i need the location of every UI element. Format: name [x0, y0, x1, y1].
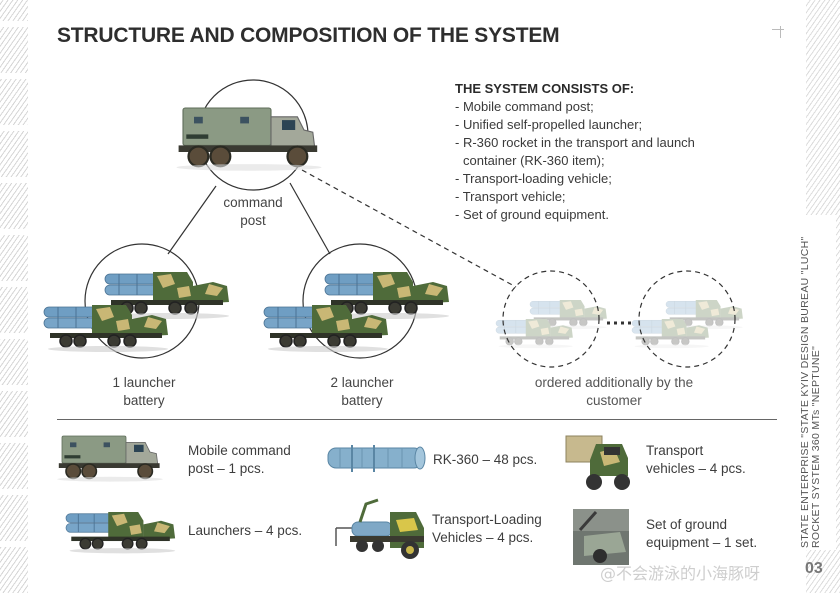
composition-heading: THE SYSTEM CONSISTS OF:	[455, 81, 635, 96]
launcher-icon	[631, 318, 710, 349]
item-text: Set of ground	[646, 517, 728, 532]
label-line: battery	[341, 393, 383, 408]
item-text: Transport	[646, 443, 704, 458]
optional-battery-circle	[638, 270, 736, 368]
composition-item: - Unified self-propelled launcher;	[455, 117, 643, 132]
transport-truck-icon	[565, 435, 630, 490]
system-composition-list: THE SYSTEM CONSISTS OF: - Mobile command…	[455, 80, 755, 224]
item-text: Launchers – 4 pcs.	[188, 523, 303, 538]
command-post-label: command post	[203, 194, 303, 230]
item-text: post – 1 pcs.	[188, 461, 265, 476]
launcher-icon	[495, 318, 574, 349]
item-text: Transport-Loading	[432, 512, 542, 527]
item-text: RK-360 – 48 pcs.	[433, 452, 538, 467]
inventory-item-rk360: RK-360 – 48 pcs.	[433, 451, 537, 469]
item-text: Mobile command	[188, 443, 291, 458]
page-title: STRUCTURE AND COMPOSITION OF THE SYSTEM	[57, 24, 560, 47]
label-line: command	[223, 195, 283, 210]
optional-battery-circle	[502, 270, 600, 368]
label-line: post	[240, 213, 266, 228]
item-text: equipment – 1 set.	[646, 535, 758, 550]
inventory-item-ground-equipment: Set of ground equipment – 1 set.	[646, 516, 757, 552]
battery2-label: 2 launcher battery	[302, 374, 422, 410]
composition-item: - R-360 rocket in the transport and laun…	[455, 135, 695, 150]
page-number: 03	[805, 560, 823, 577]
label-line: 2 launcher	[330, 375, 394, 390]
inventory-item-loading-vehicles: Transport-Loading Vehicles – 4 pcs.	[432, 511, 542, 547]
link-command-to-battery1	[167, 185, 217, 255]
item-text: vehicles – 4 pcs.	[646, 461, 746, 476]
right-caption-panel	[806, 215, 836, 550]
optional-batteries-label: ordered additionally by the customer	[504, 374, 724, 410]
command-truck-icon	[56, 435, 164, 483]
battery1-label: 1 launcher battery	[84, 374, 204, 410]
inventory-item-command-post: Mobile command post – 1 pcs.	[188, 442, 291, 478]
section-divider	[57, 419, 777, 420]
composition-item: - Transport vehicle;	[455, 189, 566, 204]
rocket-container-icon	[327, 445, 426, 472]
command-post-vehicle-icon	[175, 106, 323, 172]
launcher-truck-icon	[65, 511, 176, 555]
item-text: Vehicles – 4 pcs.	[432, 530, 534, 545]
composition-item: - Transport-loading vehicle;	[455, 171, 612, 186]
link-command-to-optional	[301, 169, 517, 288]
label-line: ordered additionally by the	[534, 375, 694, 390]
label-line: battery	[123, 393, 165, 408]
link-command-to-battery2	[289, 182, 331, 255]
composition-item: container (RK-360 item);	[463, 153, 605, 168]
loading-truck-icon	[335, 498, 424, 559]
launcher-icon	[263, 304, 389, 353]
label-line: 1 launcher	[112, 375, 176, 390]
inventory-item-transport-vehicles: Transport vehicles – 4 pcs.	[646, 442, 746, 478]
label-line: customer	[586, 393, 642, 408]
composition-item: - Mobile command post;	[455, 99, 594, 114]
left-hatch-border	[0, 0, 28, 593]
ground-equipment-icon	[573, 509, 629, 565]
inventory-item-launchers: Launchers – 4 pcs.	[188, 522, 302, 540]
side-caption: STATE ENTERPRISE "STATE KYIV DESIGN BURE…	[799, 236, 822, 548]
caption-line: ROCKET SYSTEM 360 MTs "NEPTUNE"	[810, 345, 822, 548]
crop-mark-icon	[772, 22, 788, 38]
composition-item: - Set of ground equipment.	[455, 207, 609, 222]
watermark: @不会游泳的小海豚呀	[600, 564, 761, 583]
optional-batteries	[495, 299, 744, 349]
